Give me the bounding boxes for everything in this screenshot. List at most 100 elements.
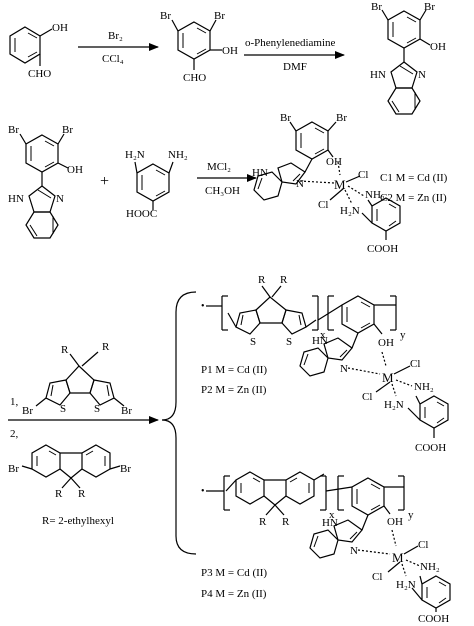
complex-label-c1: C1 M = Cd (II) [380, 172, 448, 184]
polymer1-s-left: S [250, 336, 256, 348]
polymer1-sub-y: y [400, 329, 406, 341]
reagent2-br-left: Br [8, 463, 19, 475]
arrow2-top-reagent: o-Phenylenediamine [245, 37, 336, 49]
polymer2-acid: COOH [418, 613, 449, 625]
complex-br-left: Br [280, 112, 291, 124]
polymer2-nh2-top: NH₂ [420, 561, 440, 573]
polymer1-acid: COOH [415, 442, 446, 454]
salicylaldehyde-cho-label: CHO [28, 68, 51, 80]
polymer1-hn: HN [312, 335, 328, 347]
polymer1-sub-x: x [320, 329, 326, 341]
complex-metal: M [334, 177, 346, 192]
reagent2-number: 2, [10, 428, 19, 440]
polymer-label-p2: P2 M = Zn (II) [201, 384, 267, 396]
ligand-product-oh: OH [430, 41, 446, 53]
reagent2-r-right: R [78, 488, 86, 500]
benzimidazole-ligand-reactant: Br Br OH HN N [8, 124, 83, 239]
arrow1-top-reagent: Br₂ [108, 30, 123, 42]
polymer1-nh2-bottom: H₂N [384, 399, 404, 411]
reagent1-s-right: S [94, 403, 100, 415]
polymer2-n: N [350, 545, 358, 557]
polymer2-cl-bottom: Cl [372, 571, 382, 583]
complex-br-right: Br [336, 112, 347, 124]
polymer1-oh: OH [378, 337, 394, 349]
dibromo-aldehyde-oh: OH [222, 45, 238, 57]
reagent1-br-right: Br [121, 405, 132, 417]
polymer1-r-right: R [280, 274, 288, 286]
dibromo-aldehyde-cho: CHO [183, 72, 206, 84]
polymer2-oh: OH [387, 516, 403, 528]
ligand-reactant-n: N [56, 193, 64, 205]
r-group-definition: R= 2-ethylhexyl [42, 515, 114, 527]
polymer1-cl-bottom: Cl [362, 391, 372, 403]
plus-sign: + [100, 173, 109, 190]
complex-cl-bottom: Cl [318, 199, 328, 211]
reagent2-br-right: Br [120, 463, 131, 475]
polymer2-r-left: R [259, 516, 267, 528]
ligand-reactant-oh: OH [67, 164, 83, 176]
complexation-arrow: MCl₂ CH₃OH [197, 161, 257, 197]
polymer2-structure: • R R x y OH [201, 471, 451, 625]
polymer1-structure: • R R S S x y OH [201, 274, 449, 454]
polymer1-r-left: R [258, 274, 266, 286]
arrow2-bottom-solvent: DMF [283, 61, 307, 73]
complex-hn: HN [252, 167, 268, 179]
ligand-reactant-hn: HN [8, 193, 24, 205]
reagent2-fluorene-structure: Br Br R R [8, 444, 131, 500]
polymer-label-p1: P1 M = Cd (II) [201, 364, 267, 376]
polymer1-n: N [340, 363, 348, 375]
product-brace [161, 291, 197, 555]
complex-nh2-top: NH₂ [365, 189, 385, 201]
polymer2-sub-x: x [329, 509, 335, 521]
complex-acid: COOH [367, 243, 398, 255]
polymer2-cl-top: Cl [418, 539, 428, 551]
reagent1-r-left: R [61, 344, 69, 356]
ligand-reactant-br-left: Br [8, 124, 19, 136]
reagent2-r-left: R [55, 488, 63, 500]
complex-oh: OH [326, 156, 342, 168]
svg-text:•: • [201, 486, 205, 497]
reagent1-s-left: S [60, 403, 66, 415]
polymer2-nh2-bottom: H₂N [396, 579, 416, 591]
dibromo-aldehyde-br-right: Br [214, 10, 225, 22]
reagent1-number: 1, [10, 396, 19, 408]
salicylaldehyde-oh-label: OH [52, 22, 68, 34]
benzimidazole-ligand-product: Br Br OH HN N [370, 1, 446, 115]
polymer1-metal: M [382, 370, 394, 385]
diamine-nh2-right: NH₂ [168, 149, 188, 161]
polymer1-s-right: S [286, 336, 292, 348]
polymer1-nh2-top: NH₂ [414, 381, 434, 393]
polymer-label-p4: P4 M = Zn (II) [201, 588, 267, 600]
svg-text:•: • [201, 301, 205, 312]
salicylaldehyde-structure: OH CHO [9, 22, 68, 80]
ligand-product-n: N [418, 69, 426, 81]
diamine-nh2-left: H₂N [125, 149, 145, 161]
complex-n: N [296, 178, 304, 190]
polymer2-r-right: R [282, 516, 290, 528]
polymer2-hn: HN [322, 517, 338, 529]
dibromo-aldehyde-br-left: Br [160, 10, 171, 22]
arrow1-bottom-solvent: CCl₄ [102, 53, 124, 65]
polymer1-cl-top: Cl [410, 358, 420, 370]
reagent1-r-right: R [102, 341, 110, 353]
bromination-arrow: Br₂ CCl₄ [78, 30, 159, 65]
complex-cl-top: Cl [358, 169, 368, 181]
polymer2-metal: M [392, 550, 404, 565]
condensation-arrow: o-Phenylenediamine DMF [244, 37, 345, 73]
arrow3-bottom-solvent: CH₃OH [205, 185, 240, 197]
metal-complex-structure: Br Br OH HN N M Cl Cl NH₂ H₂N COOH [252, 112, 401, 255]
diamine-acid: HOOC [126, 208, 157, 220]
complex-label-c2: C2 M = Zn (II) [380, 192, 447, 204]
ligand-product-br-right: Br [424, 1, 435, 13]
diaminobenzoic-acid-structure: H₂N NH₂ HOOC [125, 149, 188, 220]
reagent1-cpdt-structure: R R Br Br S S [22, 341, 132, 417]
ligand-reactant-br-right: Br [62, 124, 73, 136]
ligand-product-hn: HN [370, 69, 386, 81]
dibromo-aldehyde-structure: Br Br OH CHO [160, 10, 238, 84]
arrow3-top-reagent: MCl₂ [207, 161, 231, 173]
ligand-product-br-left: Br [371, 1, 382, 13]
polymer-label-p3: P3 M = Cd (II) [201, 567, 267, 579]
polymer2-sub-y: y [408, 509, 414, 521]
reagent1-br-left: Br [22, 405, 33, 417]
